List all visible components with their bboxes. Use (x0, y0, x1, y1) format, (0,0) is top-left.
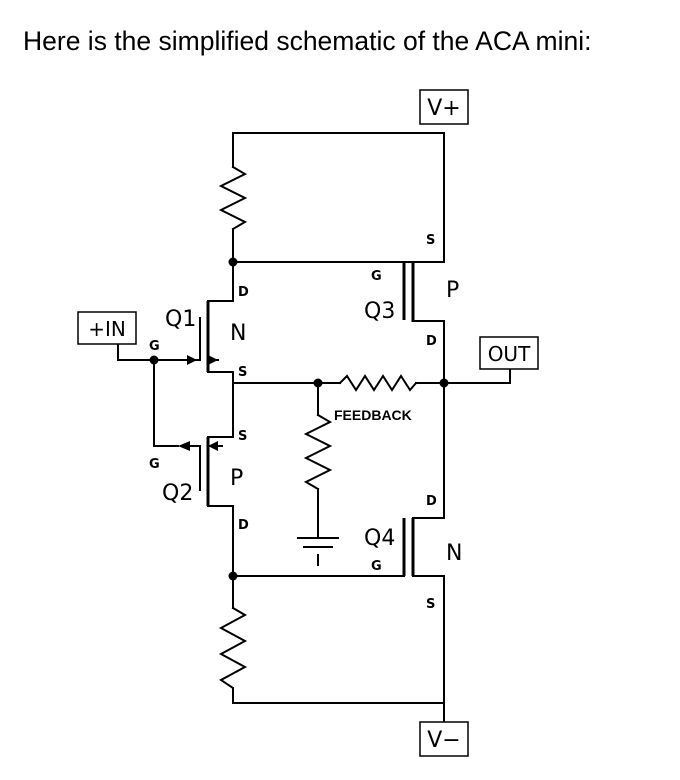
resistor-icon (218, 575, 248, 690)
junction-dots (149, 257, 449, 581)
q4-label: Q4 (364, 526, 395, 551)
terminal-out: OUT (479, 336, 539, 370)
q2-label: Q2 (162, 481, 193, 506)
q3-gate-pin: G (371, 269, 382, 284)
q1-type: N (230, 321, 246, 346)
q3-source-pin: S (426, 233, 435, 248)
ground-icon (297, 537, 339, 566)
q3-drain-pin: D (426, 334, 437, 349)
svg-text:OUT: OUT (488, 342, 531, 366)
bottom-rail (232, 575, 445, 723)
transistor-q3 (402, 261, 445, 384)
page-heading: Here is the simplified schematic of the … (23, 26, 592, 56)
q3-label: Q3 (364, 299, 395, 324)
terminal-vplus: V+ (419, 89, 469, 125)
svg-text:+IN: +IN (88, 317, 126, 341)
transistor-q4 (232, 382, 445, 577)
terminal-in: +IN (77, 311, 137, 345)
terminal-vminus: V− (419, 721, 469, 757)
svg-text:V+: V+ (427, 96, 460, 121)
q2-gate-pin: G (149, 457, 160, 472)
svg-text:V−: V− (427, 728, 460, 753)
q2-drain-pin: D (238, 518, 249, 533)
q2-source-pin: S (238, 429, 247, 444)
q4-type: N (446, 541, 462, 566)
q1-source-pin: S (238, 365, 247, 380)
q3-type: P (446, 278, 459, 303)
transistor-q1 (179, 261, 445, 384)
junction-dot (313, 378, 323, 388)
junction-dot (439, 378, 449, 388)
q4-drain-pin: D (426, 494, 437, 509)
resistor-icon (303, 382, 333, 539)
q1-label: Q1 (165, 307, 196, 332)
q2-type: P (230, 466, 243, 491)
junction-dot (149, 355, 159, 365)
resistor-icon (218, 132, 248, 263)
top-rail (232, 132, 445, 262)
junction-dot (228, 571, 238, 581)
q1-drain-pin: D (238, 285, 249, 300)
q1-gate-pin: G (149, 339, 160, 354)
feedback-label: FEEDBACK (334, 407, 412, 423)
q4-gate-pin: G (371, 559, 382, 574)
q4-source-pin: S (426, 597, 435, 612)
transistor-q2 (178, 382, 234, 577)
junction-dot (228, 257, 238, 267)
feedback-node (232, 369, 511, 392)
